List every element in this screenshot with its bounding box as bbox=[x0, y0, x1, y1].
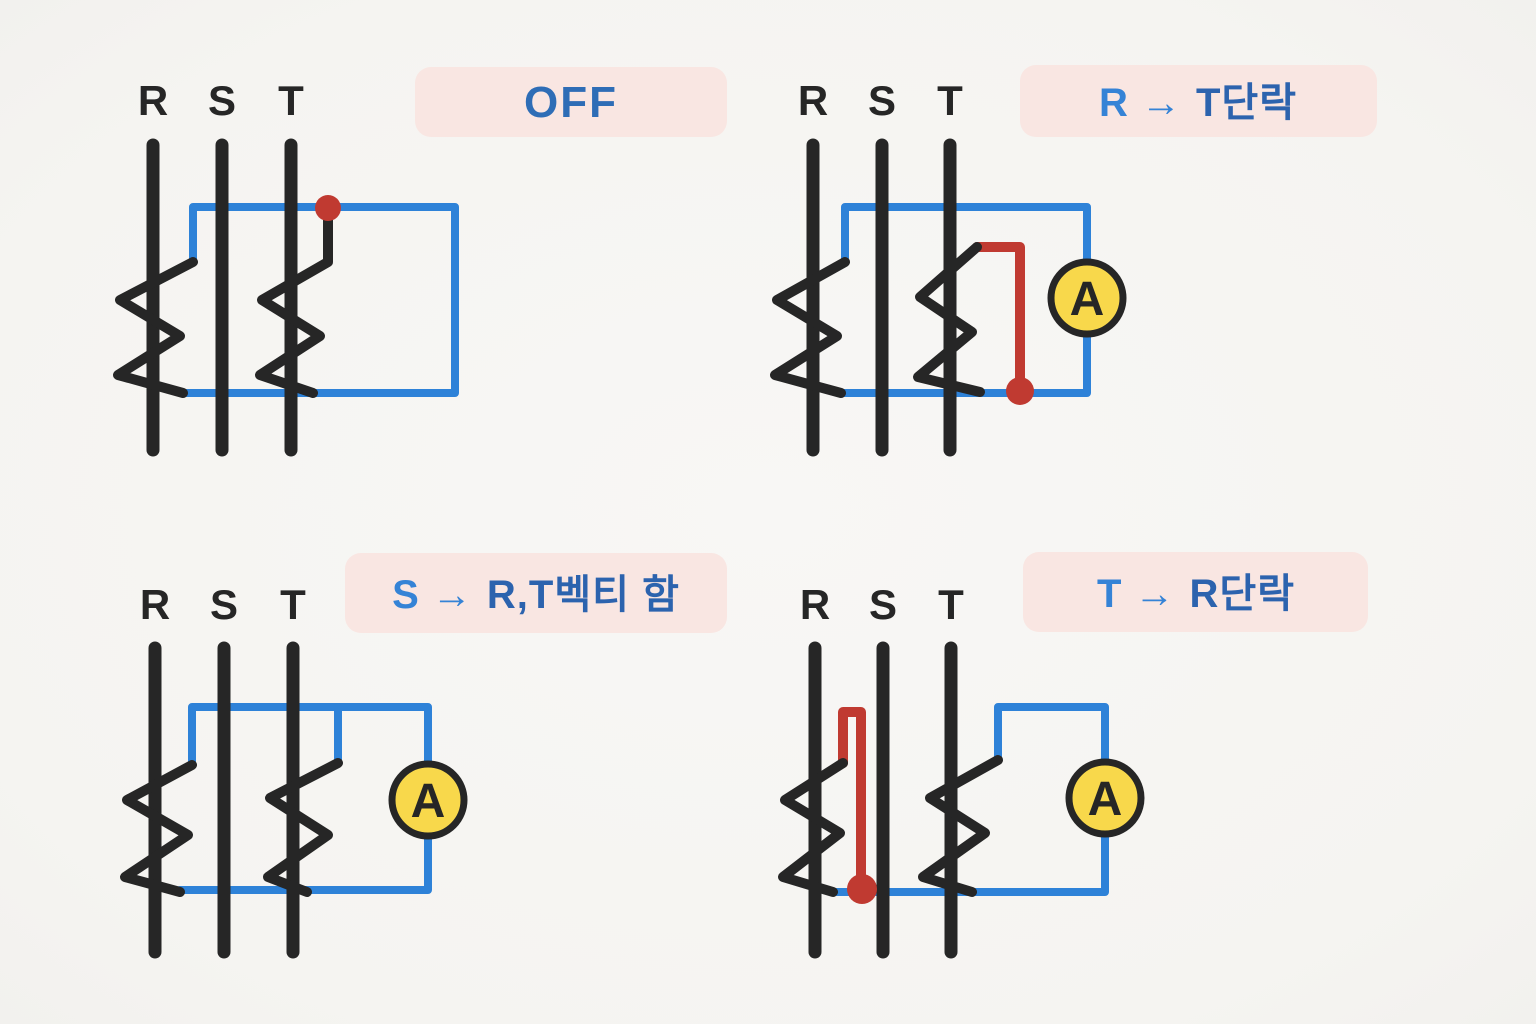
panel-t-r-short: A R S T T → R단락 bbox=[778, 552, 1368, 959]
phase-label-t: T bbox=[280, 581, 306, 628]
title-part2: R단락 bbox=[1190, 572, 1296, 616]
ammeter-circle bbox=[388, 760, 468, 840]
phase-label-r: R bbox=[140, 581, 170, 628]
ammeter-circle bbox=[1065, 758, 1145, 838]
panel-r-t-short: A R S T R → T단락 bbox=[770, 65, 1377, 457]
coil-t bbox=[255, 209, 333, 398]
title-badge bbox=[1023, 552, 1368, 632]
short-node-dot bbox=[1006, 377, 1034, 405]
secondary-wire-loop bbox=[179, 203, 459, 397]
phase-label-s: S bbox=[869, 581, 897, 628]
ammeter-label: A bbox=[411, 775, 446, 828]
short-node-dot bbox=[847, 874, 877, 904]
phase-label-t: T bbox=[278, 77, 304, 124]
title-part1: R → bbox=[1099, 81, 1182, 125]
secondary-wire-loop bbox=[837, 203, 1091, 397]
title-text: T → R단락 bbox=[1097, 572, 1295, 616]
coil-r bbox=[120, 760, 197, 897]
coil-t bbox=[918, 755, 1003, 897]
title-part1: S → bbox=[392, 573, 473, 617]
title-badge bbox=[1020, 65, 1377, 137]
phase-label-s: S bbox=[210, 581, 238, 628]
title-part2: T단락 bbox=[1196, 81, 1297, 125]
coil-t bbox=[913, 242, 985, 397]
open-terminal-dot bbox=[315, 195, 341, 221]
title-text: OFF bbox=[524, 78, 618, 127]
title-part2: R,T벡티 함 bbox=[487, 573, 680, 617]
title-part1: T → bbox=[1097, 572, 1176, 616]
panel-off: R S T OFF bbox=[113, 67, 727, 457]
short-circuit-wire bbox=[972, 242, 1025, 393]
coil-r bbox=[770, 257, 850, 398]
ammeter-label: A bbox=[1070, 273, 1105, 326]
phase-label-t: T bbox=[938, 581, 964, 628]
coil-r bbox=[113, 257, 198, 398]
phase-label-r: R bbox=[138, 77, 168, 124]
phase-label-t: T bbox=[937, 77, 963, 124]
phase-label-s: S bbox=[868, 77, 896, 124]
title-part1: OFF bbox=[524, 78, 618, 127]
title-badge bbox=[415, 67, 727, 137]
phase-label-r: R bbox=[798, 77, 828, 124]
title-text: S → R,T벡티 함 bbox=[392, 573, 680, 617]
title-badge bbox=[345, 553, 727, 633]
phase-label-r: R bbox=[800, 581, 830, 628]
secondary-wire-loop bbox=[829, 703, 1109, 896]
coil-r bbox=[778, 758, 848, 897]
title-text: R → T단락 bbox=[1099, 81, 1297, 125]
ammeter-circle bbox=[1047, 258, 1127, 338]
coil-t bbox=[263, 758, 343, 897]
phase-label-s: S bbox=[208, 77, 236, 124]
secondary-wire-loop bbox=[176, 703, 432, 894]
panel-s-rt-vector: A R S T S → R,T벡티 함 bbox=[120, 553, 727, 959]
ammeter-label: A bbox=[1088, 773, 1123, 826]
short-circuit-wire bbox=[838, 707, 866, 889]
